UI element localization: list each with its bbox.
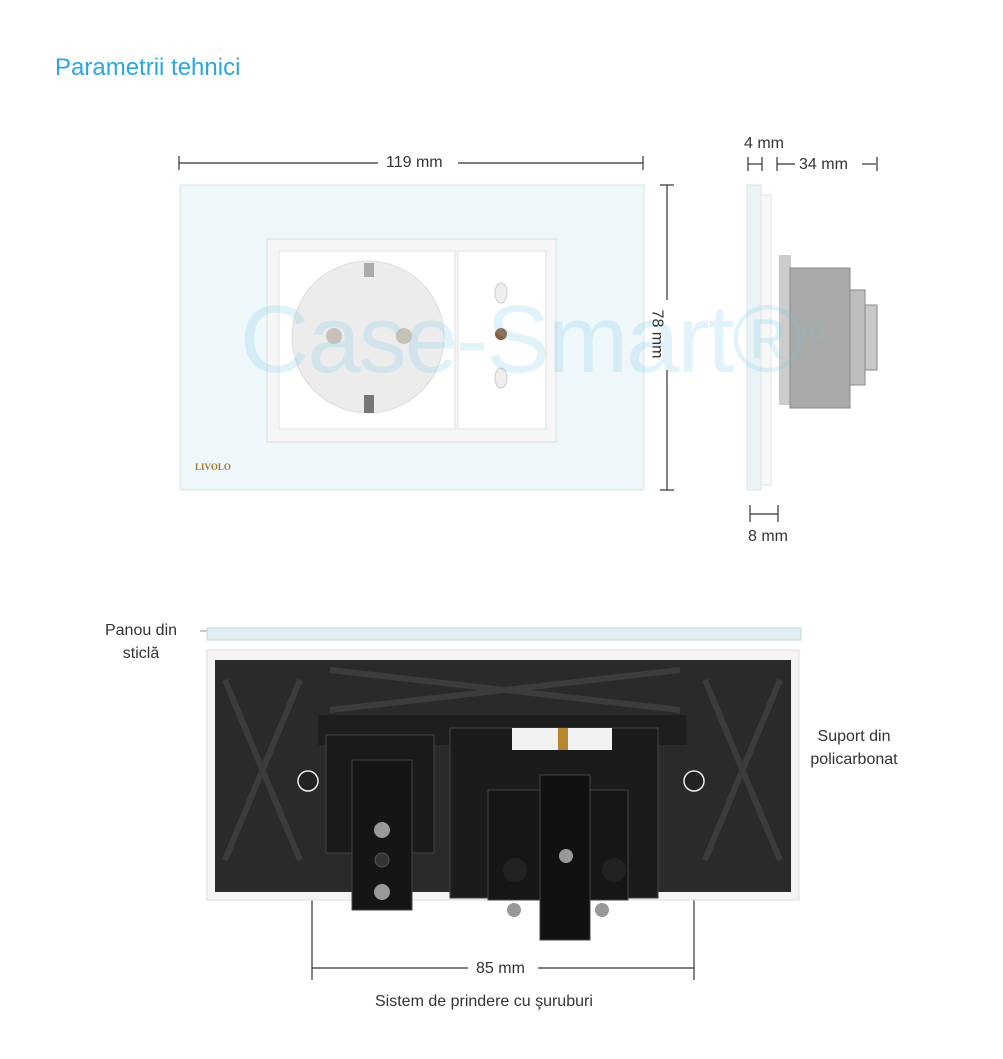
height-dimension: 78 mm (648, 309, 666, 359)
glass-dimension: 4 mm (744, 135, 784, 152)
mount-dimension: 85 mm (476, 960, 525, 977)
frame-dimension: 8 mm (748, 528, 788, 545)
glass-panel-edge (206, 627, 802, 641)
depth-dimension: 34 mm (799, 156, 848, 173)
italian-socket (494, 282, 508, 304)
watermark: Case-Smart®ro (240, 286, 826, 393)
brand-logo: LIVOLO (195, 462, 231, 472)
support-pattern (222, 667, 783, 862)
page-title: Parametrii tehnici (55, 54, 241, 81)
width-dimension: 119 mm (386, 154, 443, 171)
caption: Sistem de prindere cu şuruburi (375, 993, 593, 1010)
